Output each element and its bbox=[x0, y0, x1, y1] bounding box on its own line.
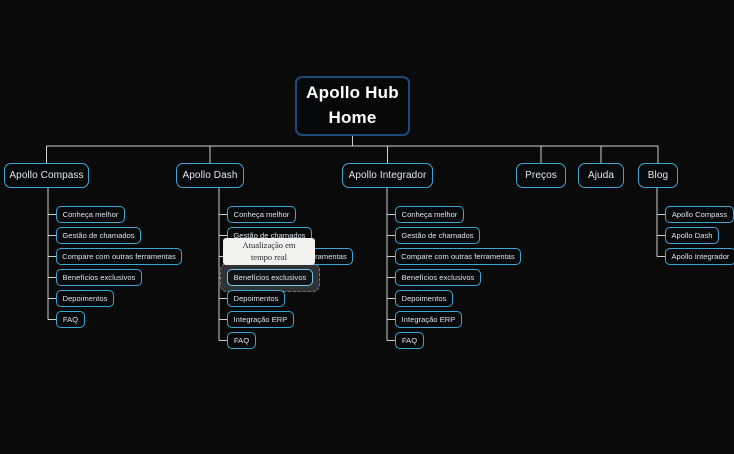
node-precos[interactable]: Preços bbox=[516, 163, 566, 188]
node-apollo-integrador-child-3[interactable]: Compare com outras ferramentas bbox=[395, 248, 521, 265]
root-title-line-1: Apollo Hub bbox=[306, 83, 399, 103]
node-apollo-dash[interactable]: Apollo Dash bbox=[176, 163, 244, 188]
node-blog-child-2[interactable]: Apollo Dash bbox=[665, 227, 719, 244]
node-apollo-compass-child-4[interactable]: Benefícios exclusivos bbox=[56, 269, 142, 286]
node-blog-child-3[interactable]: Apollo Integrador bbox=[665, 248, 734, 265]
node-ajuda[interactable]: Ajuda bbox=[578, 163, 624, 188]
node-apollo-dash-child-7[interactable]: FAQ bbox=[227, 332, 256, 349]
node-apollo-integrador-child-1[interactable]: Conheça melhor bbox=[395, 206, 464, 223]
node-apollo-compass-child-2[interactable]: Gestão de chamados bbox=[56, 227, 141, 244]
node-apollo-compass-child-1[interactable]: Conheça melhor bbox=[56, 206, 125, 223]
node-apollo-compass-child-5[interactable]: Depoimentos bbox=[56, 290, 114, 307]
node-blog-child-1[interactable]: Apollo Compass bbox=[665, 206, 734, 223]
node-apollo-integrador-child-2[interactable]: Gestão de chamados bbox=[395, 227, 480, 244]
node-apollo-compass-child-6[interactable]: FAQ bbox=[56, 311, 85, 328]
node-apollo-integrador-child-6[interactable]: Integração ERP bbox=[395, 311, 462, 328]
tooltip-line-2: tempo real bbox=[250, 251, 288, 262]
tooltip-line-1: Atualização em bbox=[242, 240, 296, 251]
node-apollo-integrador-child-7[interactable]: FAQ bbox=[395, 332, 424, 349]
node-apollo-dash-child-6[interactable]: Integração ERP bbox=[227, 311, 294, 328]
node-apollo-integrador-child-4[interactable]: Benefícios exclusivos bbox=[395, 269, 481, 286]
root-title-line-2: Home bbox=[328, 108, 377, 127]
node-apollo-dash-child-4[interactable]: Benefícios exclusivos bbox=[227, 269, 313, 286]
node-apollo-dash-child-5[interactable]: Depoimentos bbox=[227, 290, 285, 307]
node-blog[interactable]: Blog bbox=[638, 163, 678, 188]
node-apollo-compass[interactable]: Apollo Compass bbox=[4, 163, 89, 188]
node-apollo-compass-child-3[interactable]: Compare com outras ferramentas bbox=[56, 248, 182, 265]
node-apollo-integrador-child-5[interactable]: Depoimentos bbox=[395, 290, 453, 307]
node-apollo-dash-child-1[interactable]: Conheça melhor bbox=[227, 206, 296, 223]
node-apollo-integrador[interactable]: Apollo Integrador bbox=[342, 163, 433, 188]
